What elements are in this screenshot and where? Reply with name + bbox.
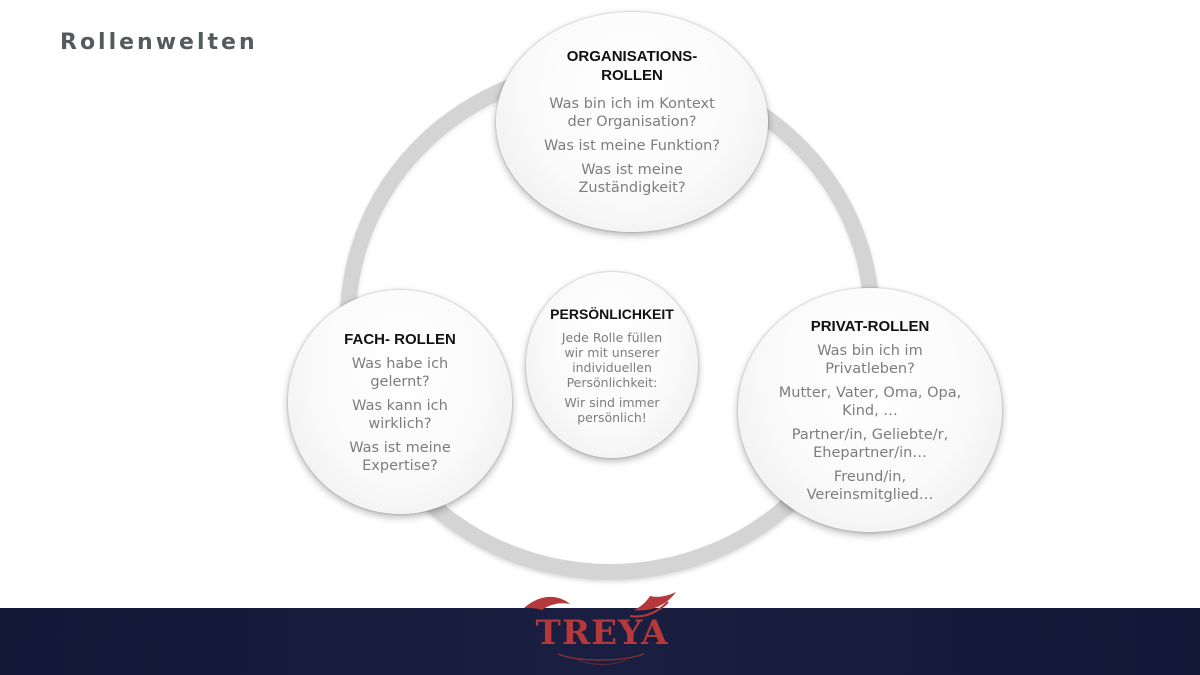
private-partner-roles: Partner/in, Geliebte/r, Ehepartner/in… [792, 426, 948, 462]
private-question: Was bin ich im Privatleben? [817, 342, 922, 378]
organisation-question-function: Was ist meine Funktion? [544, 138, 720, 154]
personality-conclusion: Wir sind immer persönlich! [564, 395, 659, 425]
private-roles-heading: PRIVAT-ROLLEN [810, 317, 930, 335]
personality-heading: PERSÖNLICHKEIT [550, 306, 674, 322]
private-text-line: Freund/in, [833, 468, 907, 485]
wings-icon [524, 592, 676, 618]
personality-text-line: Jede Rolle füllen [561, 330, 663, 345]
professional-question-ability: Was kann ich wirklich? [352, 397, 448, 433]
personality-text-line: individuellen [572, 360, 652, 375]
professional-text-line: Was ist meine [349, 439, 451, 456]
professional-question-learned: Was habe ich gelernt? [352, 355, 448, 391]
private-text-line: Privatleben? [825, 360, 915, 377]
private-text-line: Kind, … [842, 402, 898, 419]
private-text-line: Was bin ich im [817, 342, 923, 359]
organisation-text-line: der Organisation? [567, 114, 697, 130]
organisation-roles-heading-line1: ORGANISATIONS- [566, 48, 698, 65]
organisation-text-line: Was ist meine [581, 162, 683, 178]
organisation-text-line: Was bin ich im Kontext [549, 96, 715, 112]
private-family-roles: Mutter, Vater, Oma, Opa, Kind, … [779, 384, 961, 420]
personality-text-line: wir mit unserer [564, 345, 660, 360]
slide-title: Rollenwelten [60, 30, 258, 55]
professional-text-line: wirklich? [368, 415, 432, 432]
organisation-question-context: Was bin ich im Kontext der Organisation? [549, 95, 715, 131]
organisation-text-line: Zuständigkeit? [578, 180, 686, 196]
private-text-line: Partner/in, Geliebte/r, [791, 426, 949, 443]
professional-question-expertise: Was ist meine Expertise? [349, 439, 451, 475]
private-text-line: Mutter, Vater, Oma, Opa, [778, 384, 962, 401]
personality-text-line: persönlich! [577, 410, 647, 425]
footer-bar [0, 608, 1200, 675]
treya-logo-text: TREYA [536, 613, 669, 653]
treya-logo: TREYA [524, 592, 676, 666]
professional-text-line: Was kann ich [352, 397, 448, 414]
organisation-roles-heading-line2: ROLLEN [601, 67, 663, 84]
professional-text-line: gelernt? [370, 373, 430, 390]
professional-text-line: Expertise? [362, 457, 438, 474]
private-social-roles: Freund/in, Vereinsmitglied… [807, 468, 934, 504]
personality-text-line: Wir sind immer [564, 395, 660, 410]
professional-roles-circle: FACH- ROLLEN Was habe ich gelernt? Was k… [288, 290, 512, 514]
organisation-question-responsibility: Was ist meine Zuständigkeit? [578, 161, 685, 197]
personality-text-line: Persönlichkeit: [566, 375, 658, 390]
professional-text-line: Was habe ich [351, 355, 449, 372]
professional-roles-heading: FACH- ROLLEN [344, 330, 456, 348]
organisation-roles-circle: ORGANISATIONS- ROLLEN Was bin ich im Kon… [496, 12, 768, 232]
personality-circle: PERSÖNLICHKEIT Jede Rolle füllen wir mit… [526, 272, 698, 458]
private-text-line: Ehepartner/in… [813, 444, 927, 461]
personality-statement: Jede Rolle füllen wir mit unserer indivi… [562, 330, 662, 390]
private-text-line: Vereinsmitglied… [806, 486, 934, 503]
private-roles-circle: PRIVAT-ROLLEN Was bin ich im Privatleben… [738, 288, 1002, 532]
organisation-roles-heading: ORGANISATIONS- ROLLEN [567, 47, 698, 85]
